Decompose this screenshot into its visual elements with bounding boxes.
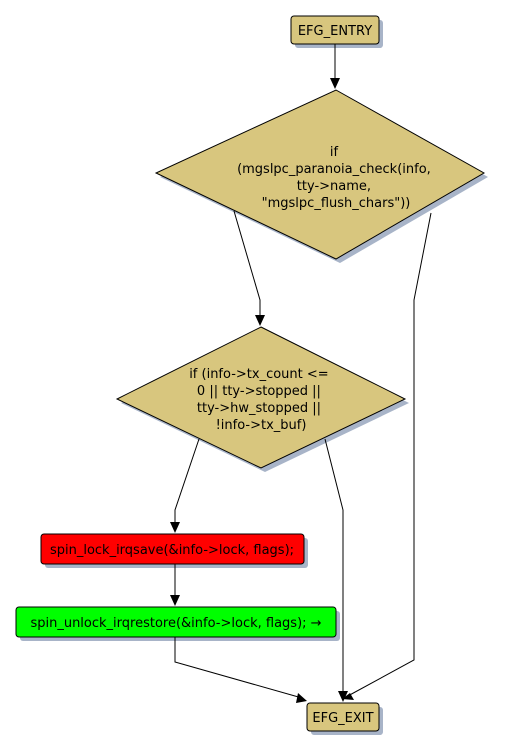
decision-tx-check[interactable]: if (info->tx_count <= 0 || tty->stopped …	[115, 326, 409, 472]
decision-paranoia-check-line-4: "mgslpc_flush_chars"))	[262, 196, 411, 211]
unlock-statement-node[interactable]: spin_unlock_irqrestore(&info->lock, flag…	[15, 606, 340, 641]
decision-paranoia-check-shape	[154, 89, 486, 260]
unlock-statement-label: spin_unlock_irqrestore(&info->lock, flag…	[30, 616, 321, 631]
exit-node-box	[306, 702, 380, 732]
lock-statement-node[interactable]: spin_lock_irqsave(&info->lock, flags);	[40, 533, 308, 568]
arrow-check2-to-exit	[338, 691, 348, 702]
lock-statement-label: spin_lock_irqsave(&info->lock, flags);	[50, 543, 294, 558]
edges	[170, 44, 432, 703]
entry-node[interactable]: EFG_ENTRY	[290, 15, 383, 48]
entry-node-label: EFG_ENTRY	[298, 24, 372, 39]
exit-node-label: EFG_EXIT	[312, 711, 373, 726]
decision-tx-check-shape	[115, 326, 407, 469]
exit-node[interactable]: EFG_EXIT	[306, 702, 383, 735]
decision-paranoia-check[interactable]: if (mgslpc_paranoia_check(info, tty->nam…	[154, 89, 488, 263]
decision-tx-check-line-2: 0 || tty->stopped ||	[197, 384, 321, 399]
decision-tx-check-line-4: !info->tx_buf)	[216, 418, 307, 433]
arrow-check2-to-lock	[170, 522, 180, 533]
edge-check2-to-exit	[324, 438, 344, 692]
unlock-statement-box	[15, 606, 337, 638]
lock-statement-box	[40, 533, 305, 565]
decision-paranoia-check-label: if (mgslpc_paranoia_check(info, tty->nam…	[237, 145, 435, 211]
edge-unlock-to-exit	[174, 637, 303, 699]
edge-check1-to-check2	[233, 210, 261, 316]
edge-check2-to-lock	[174, 438, 200, 524]
decision-paranoia-check-line-1: if	[330, 145, 339, 160]
decision-tx-check-line-1: if (info->tx_count <=	[189, 367, 328, 382]
edge-check1-to-exit	[345, 212, 432, 698]
decision-paranoia-check-line-2: (mgslpc_paranoia_check(info,	[237, 162, 431, 177]
decision-paranoia-check-line-3: tty->name,	[297, 179, 371, 194]
arrow-unlock-to-exit	[296, 693, 307, 703]
arrow-lock-to-unlock	[170, 595, 180, 606]
arrow-check1-to-exit	[342, 693, 354, 700]
decision-tx-check-line-3: tty->hw_stopped ||	[197, 401, 321, 416]
arrow-check1-to-check2	[255, 315, 265, 326]
decision-tx-check-label: if (info->tx_count <= 0 || tty->stopped …	[189, 367, 333, 433]
arrow-entry-to-check1	[330, 78, 340, 89]
